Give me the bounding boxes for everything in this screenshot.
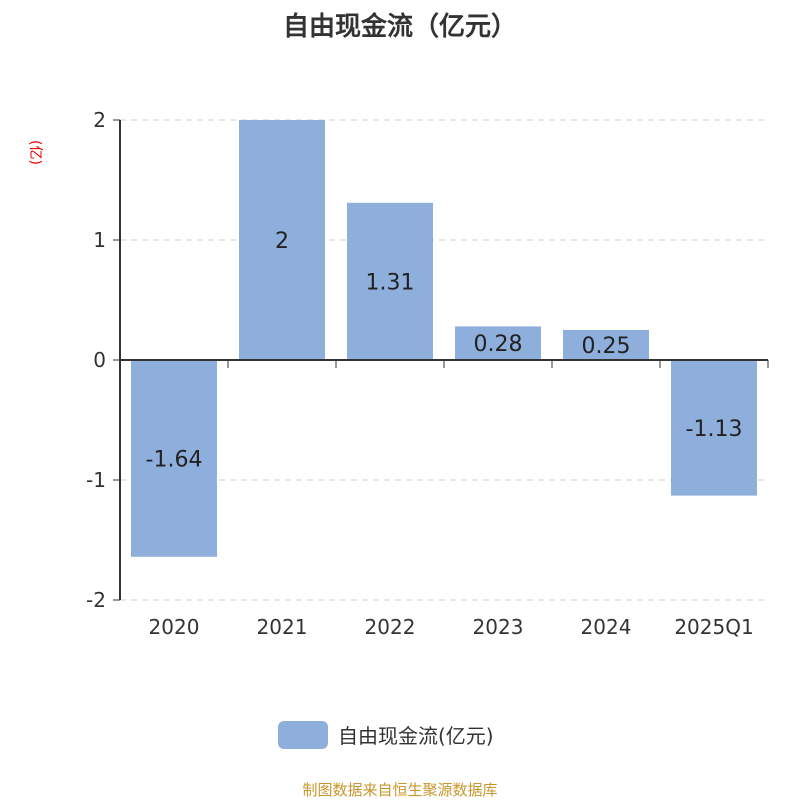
x-tick-label: 2021	[257, 615, 308, 639]
data-label: -1.13	[686, 417, 743, 442]
x-tick-label: 2022	[365, 615, 416, 639]
bar	[455, 326, 541, 360]
bar	[239, 120, 325, 360]
legend-swatch	[278, 720, 328, 749]
x-tick-label: 2020	[149, 615, 200, 639]
chart-title: 自由现金流（亿元）	[282, 12, 517, 42]
x-tick-label: 2025Q1	[674, 615, 753, 639]
legend[interactable]: 自由现金流(亿元)	[278, 720, 494, 749]
legend-label: 自由现金流(亿元)	[338, 724, 494, 748]
data-label: 0.28	[474, 332, 523, 357]
x-tick-label: 2024	[581, 615, 632, 639]
y-tick-label: 0	[93, 348, 106, 372]
bar	[131, 360, 217, 557]
y-tick-label: -1	[86, 468, 106, 492]
x-tick-label: 2023	[473, 615, 524, 639]
data-label: 0.25	[582, 334, 631, 359]
bar	[671, 360, 757, 496]
y-tick-label: 1	[93, 228, 106, 252]
data-label: -1.64	[146, 447, 203, 472]
data-label: 1.31	[366, 270, 415, 295]
y-tick-label: -2	[86, 588, 106, 612]
bar	[347, 202, 433, 360]
data-label: 2	[275, 229, 289, 254]
source-note: 制图数据来自恒生聚源数据库	[302, 781, 498, 799]
bar	[563, 330, 649, 360]
y-tick-label: 2	[93, 108, 106, 132]
